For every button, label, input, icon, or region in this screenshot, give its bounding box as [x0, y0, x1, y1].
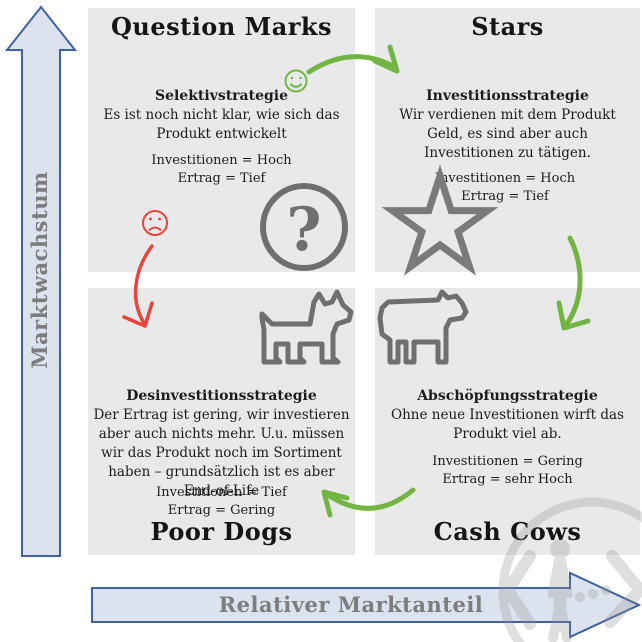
stars-title: Stars — [471, 12, 544, 41]
poor-dogs-strategy: Desinvestitionsstrategie — [126, 388, 317, 404]
stars-metrics: Investitionen = Hoch Ertrag = Tief — [405, 170, 605, 206]
stars-return: Ertrag = Tief — [461, 189, 549, 204]
cash-cows-strategy: Abschöpfungsstrategie — [417, 388, 598, 404]
question-marks-title: Question Marks — [110, 12, 333, 41]
cash-cows-return: Ertrag = sehr Hoch — [442, 472, 573, 487]
stars-strategy: Investitionsstrategie — [426, 88, 589, 104]
question-marks-return: Ertrag = Tief — [177, 171, 266, 186]
stars-description: Wir verdienen mit dem Produkt Geld, es s… — [399, 107, 616, 161]
cash-cows-investment: Investitionen = Gering — [432, 454, 583, 469]
cash-cows-description: Ohne neue Investitionen wirft das Produk… — [391, 407, 624, 442]
poor-dogs-investment: Investitionen = Tief — [156, 485, 287, 500]
poor-dogs-title: Poor Dogs — [150, 517, 293, 546]
x-axis-label: Relativer Marktanteil — [218, 592, 484, 617]
question-marks-strategy: Selektivstrategie — [154, 88, 289, 104]
cash-cows-title: Cash Cows — [433, 517, 582, 546]
cash-cows-metrics: Investitionen = Gering Ertrag = sehr Hoc… — [375, 453, 640, 489]
question-marks-metrics: Investitionen = Hoch Ertrag = Tief — [88, 152, 355, 188]
poor-dogs-description: Der Ertrag ist gering, wir investieren a… — [93, 407, 350, 499]
watermark-right-chevron-icon — [604, 550, 642, 628]
question-marks-investment: Investitionen = Hoch — [151, 153, 292, 168]
question-marks-description: Es ist noch nicht klar, wie sich das Pro… — [103, 107, 340, 142]
poor-dogs-metrics: Investitionen = Tief Ertrag = Gering — [88, 484, 355, 520]
poor-dogs-return: Ertrag = Gering — [167, 503, 276, 518]
y-axis-label: Marktwachstum — [27, 171, 52, 369]
stars-investment: Investitionen = Hoch — [434, 171, 576, 186]
